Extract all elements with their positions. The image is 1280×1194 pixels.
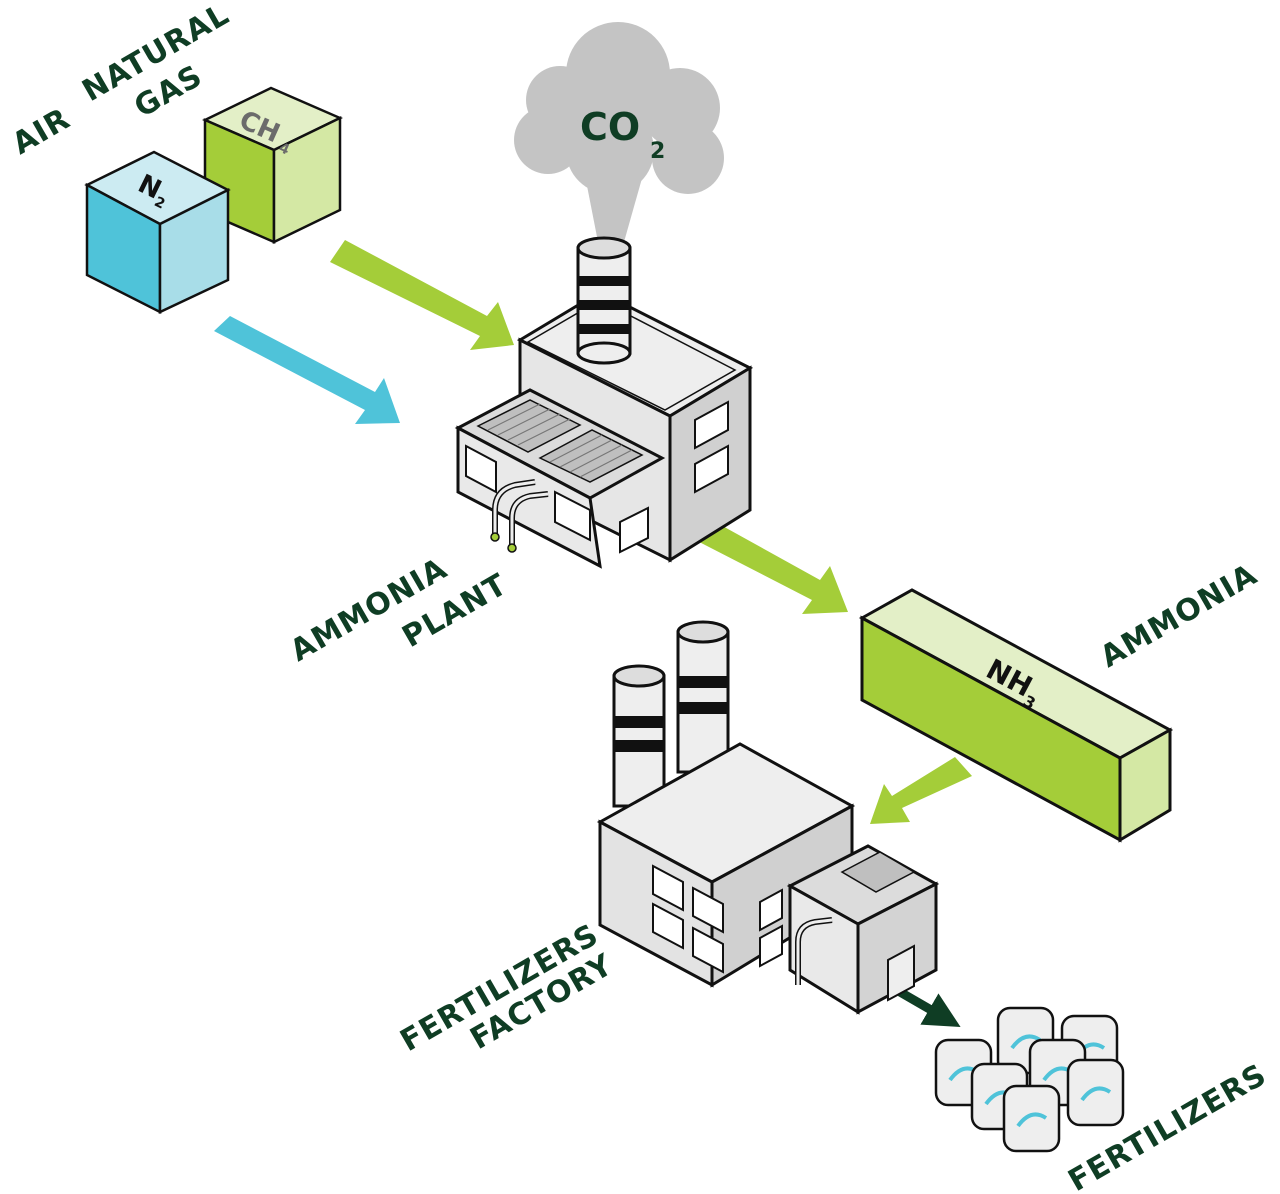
flow-arrow-gas-to-plant: [330, 240, 514, 350]
fertilizer-factory-icon: [596, 620, 940, 1015]
co2-formula: CO: [580, 105, 640, 149]
flow-arrow-factory-to-bags: [897, 988, 961, 1028]
co2-formula-subscript: 2: [650, 139, 665, 164]
flow-arrow-plant-to-ammonia: [672, 508, 848, 614]
flow-arrow-ammonia-to-factory: [870, 757, 972, 824]
nitrogen-cube-icon: N 2: [84, 150, 231, 315]
air-label: AIR: [7, 101, 77, 162]
fertilizer-bag: [1066, 1058, 1125, 1127]
ammonia-label: AMMONIA: [1095, 557, 1264, 675]
fertilizer-bags-icon: [934, 1006, 1125, 1153]
co2-cloud-icon: CO 2: [514, 22, 724, 242]
ammonia-plant-icon: [454, 236, 754, 569]
flow-arrow-air-to-plant: [214, 316, 400, 424]
fertilizer-bag: [1002, 1084, 1061, 1153]
ammonia-container-icon: NH 3: [858, 588, 1174, 843]
